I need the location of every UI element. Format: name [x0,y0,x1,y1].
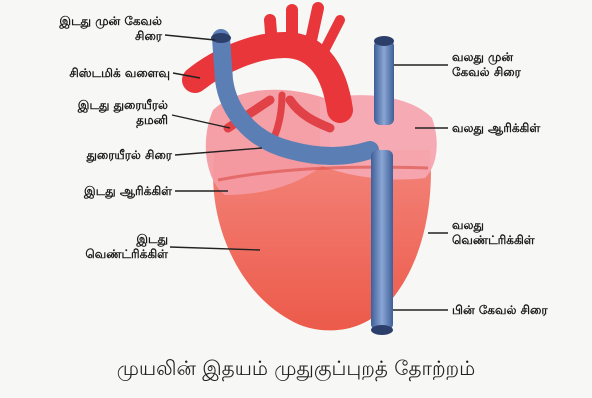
label-line: வலது ஆரிக்கிள் [452,121,540,136]
figure-caption: முயலின் இதயம் முதுகுப்புறத் தோற்றம் [0,356,592,383]
label-right-ventricle: வலது வெண்ட்ரிக்கிள் [452,218,535,248]
label-systemic-arch: சிஸ்டமிக் வளைவு [0,66,170,81]
label-line: இடது துரையீரல் [10,98,168,113]
postcaval-vein-shape [371,150,393,330]
label-postcaval-vein: பின் கேவல் சிரை [452,303,548,318]
postcaval-opening [371,325,393,335]
label-line: இடது ஆரிக்கிள் [10,184,172,199]
label-line: வெண்ட்ரிக்கிள் [10,247,168,262]
label-left-ventricle: இடது வெண்ட்ரிக்கிள் [10,232,168,262]
label-line: கேவல் சிரை [452,65,521,80]
label-right-precaval-vein: வலது முன் கேவல் சிரை [452,50,521,80]
arch-branch-3 [310,8,318,45]
label-line: வெண்ட்ரிக்கிள் [452,233,535,248]
label-right-auricle: வலது ஆரிக்கிள் [452,121,540,136]
arch-branch-1 [270,20,272,45]
pointer-left-precaval [165,35,215,40]
label-line: சிஸ்டமிக் வளைவு [0,66,170,81]
label-line: இடது [10,232,168,247]
label-line: வலது [452,218,535,233]
right-precaval-opening [374,36,394,46]
label-line: வலது முன் [452,50,521,65]
label-left-auricle: இடது ஆரிக்கிள் [10,184,172,199]
label-line: தமனி [10,113,168,128]
label-left-precaval-vein: இடது முன் கேவல் சிரை [20,14,162,44]
label-line: சிரை [20,29,162,44]
label-left-pulmonary-artery: இடது துரையீரல் தமனி [10,98,168,128]
arch-branch-4 [322,20,340,55]
label-pulmonary-vein: துரையீரல் சிரை [10,148,172,163]
right-precaval-vein-shape [374,40,394,125]
label-line: இடது முன் கேவல் [20,14,162,29]
label-line: துரையீரல் சிரை [10,148,172,163]
label-line: பின் கேவல் சிரை [452,303,548,318]
left-precaval-opening [211,33,231,43]
